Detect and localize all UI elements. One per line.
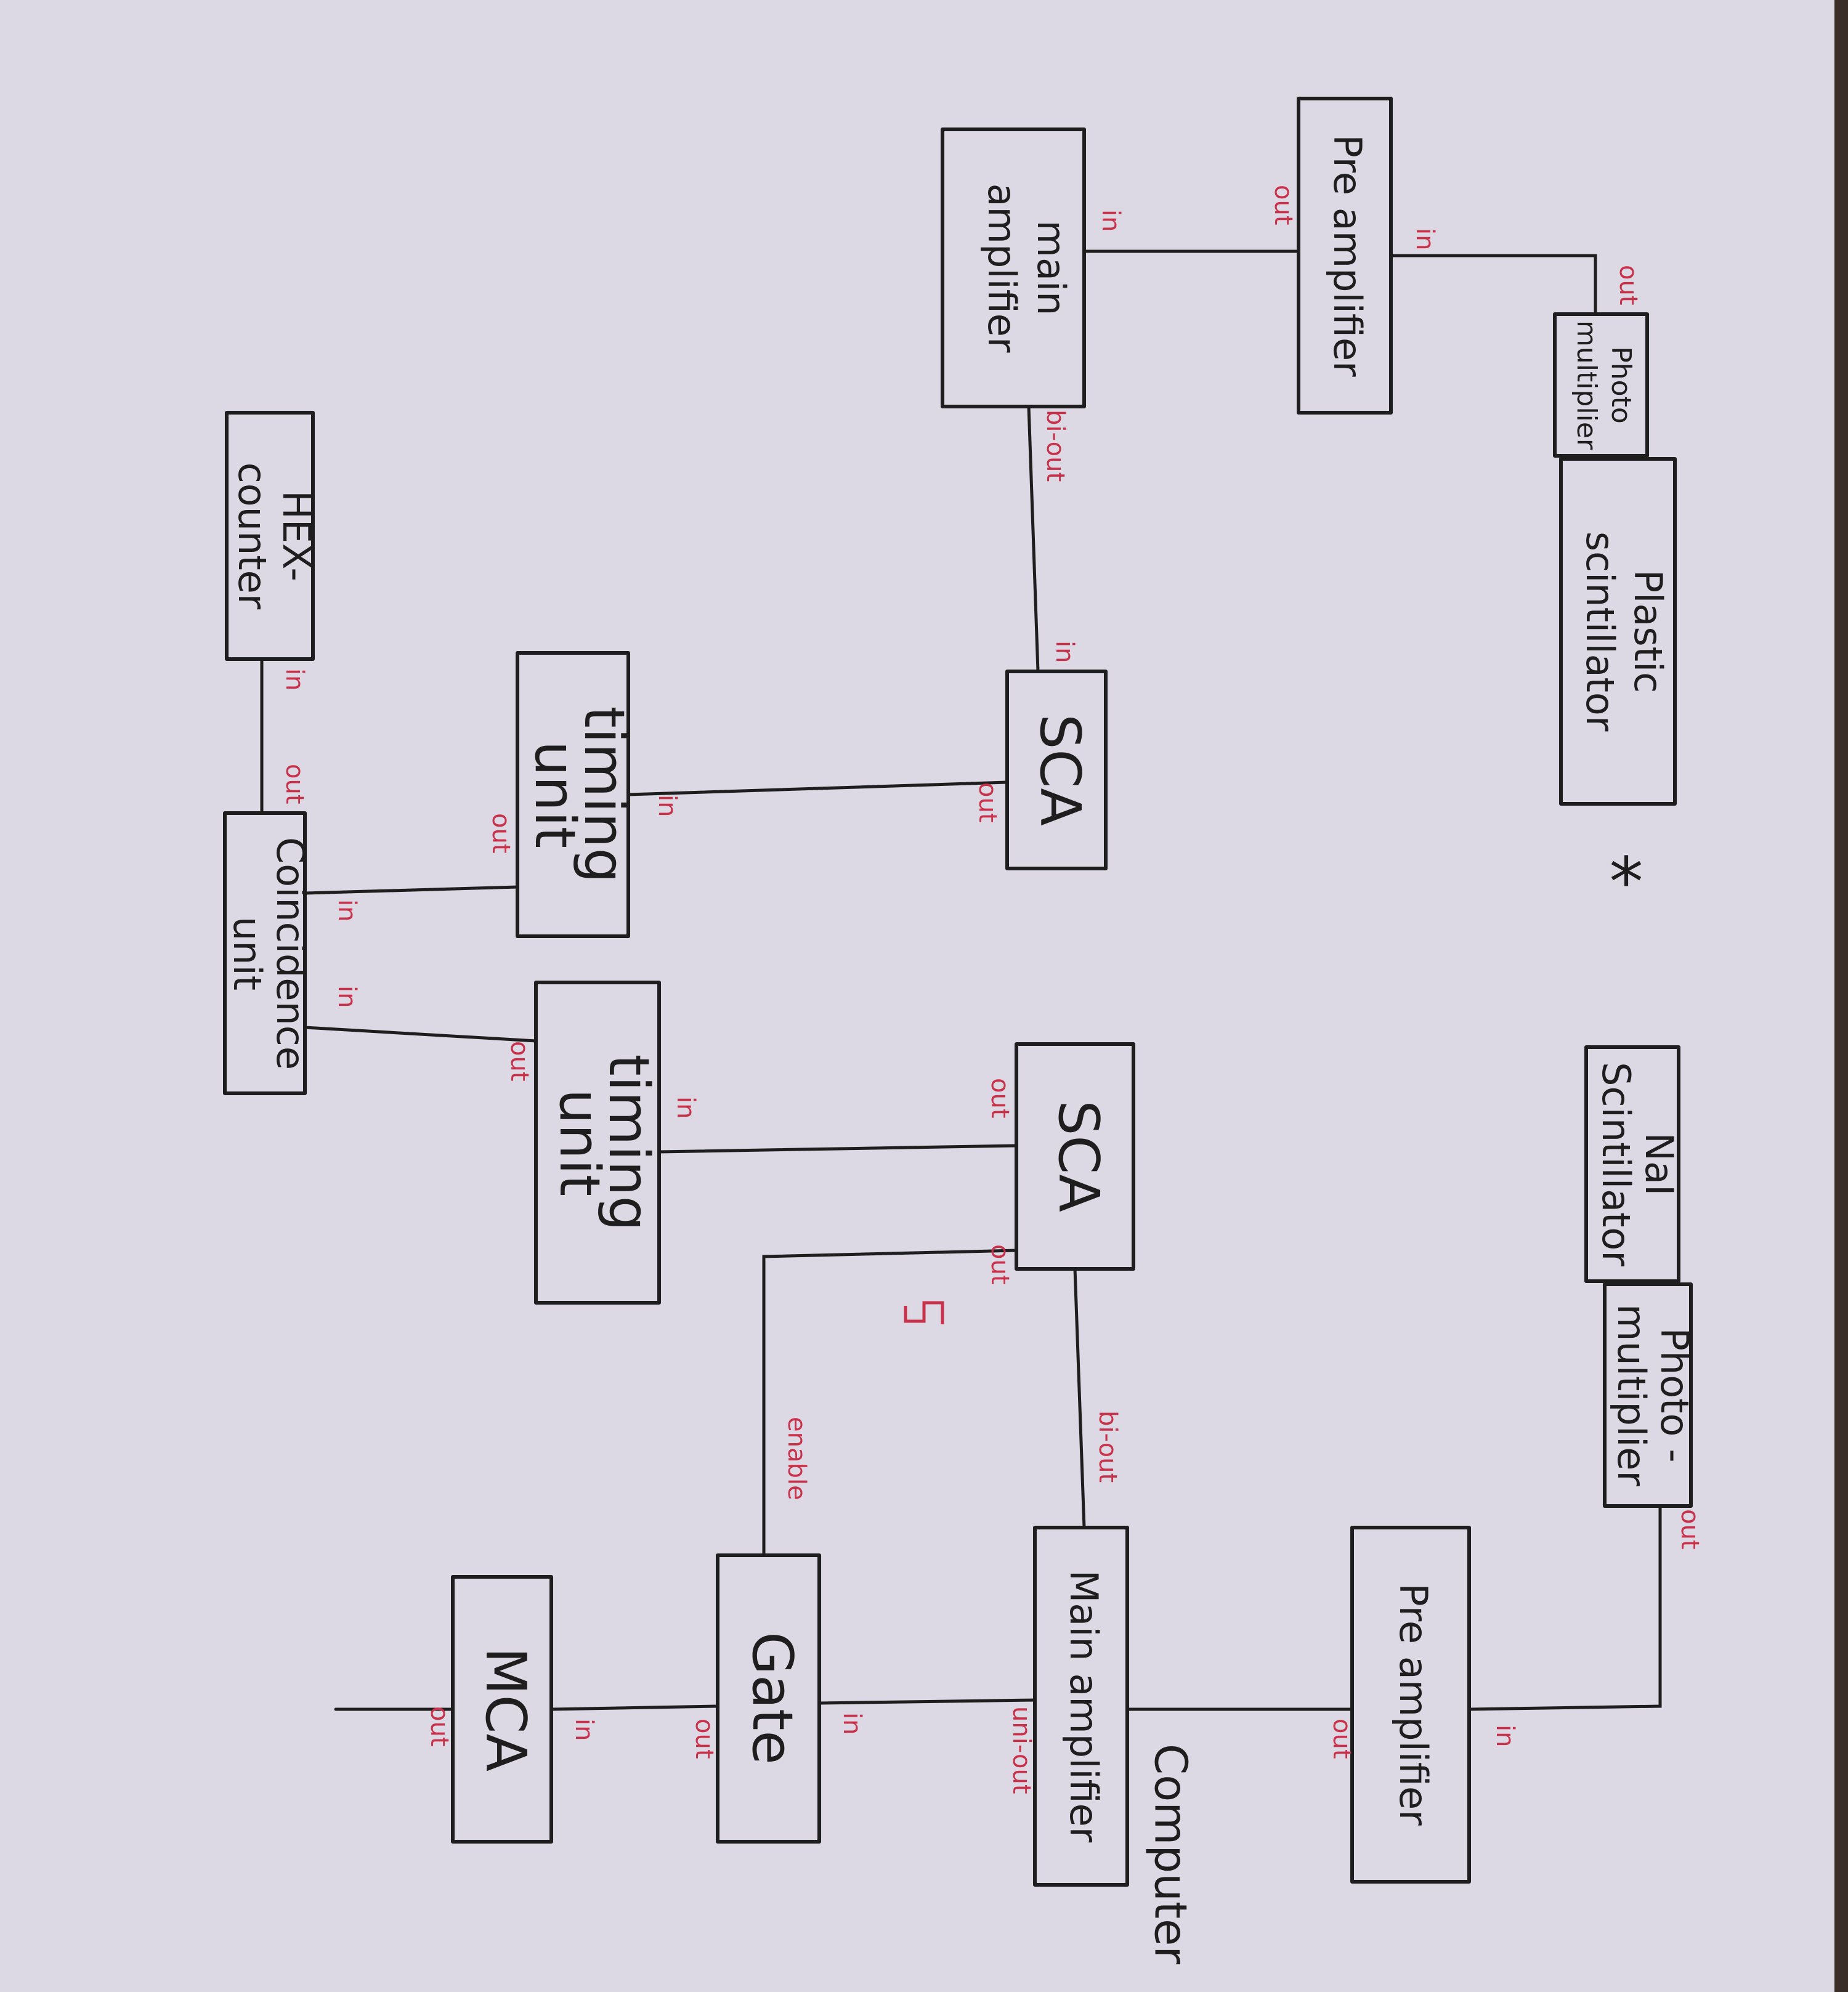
port-sca-bottom-out-1: out — [986, 1078, 1014, 1119]
port-timing-bottom-in: in — [671, 1096, 700, 1119]
port-mca-in: in — [570, 1719, 598, 1741]
block-main-amplifier-bottom — [1033, 1526, 1129, 1887]
label-hex-counter-2: counter — [230, 463, 275, 610]
port-hex-counter-in: in — [280, 668, 309, 690]
label-computer: Computer — [1145, 1744, 1196, 1964]
label-hex-counter-1: HEX- — [274, 490, 319, 581]
wire-photomultiplier-to-preamp-bottom — [1467, 1504, 1662, 1711]
radiation-source-mark: * — [1610, 843, 1643, 921]
block-timing-unit-bottom — [534, 981, 661, 1305]
wire-mainamp-bottom-to-sca-bottom — [1073, 1267, 1086, 1529]
block-photomultiplier-bottom — [1603, 1282, 1693, 1508]
label-timing-unit-top-2: unit — [522, 741, 587, 848]
wire-mainamp-to-gate — [817, 1698, 1037, 1705]
pulse-symbol — [904, 1301, 944, 1324]
port-preamp-bottom-out: out — [1327, 1719, 1356, 1759]
wire-sca-top-to-timing-top — [626, 780, 1009, 796]
block-hex-counter — [225, 411, 315, 661]
wire-photomultiplier-to-preamp-top — [1389, 254, 1597, 316]
label-nai-scintillator-2: Scintillator — [1594, 1062, 1639, 1266]
port-timing-top-in: in — [653, 795, 681, 817]
block-pre-amplifier-bottom — [1350, 1526, 1471, 1884]
label-photomultiplier-top-2: multiplier — [1571, 320, 1602, 450]
port-mainamp-top-in: in — [1096, 209, 1125, 232]
port-gate-enable: enable — [782, 1417, 811, 1500]
port-sca-bottom-out-2: out — [986, 1244, 1014, 1285]
label-timing-unit-bottom-1: timing — [596, 1054, 661, 1231]
block-plastic-scintillator — [1559, 457, 1677, 806]
block-gate — [716, 1553, 821, 1844]
port-gate-in: in — [838, 1712, 866, 1735]
port-sca-top-out: out — [973, 782, 1002, 823]
label-sca-top: SCA — [1027, 714, 1092, 826]
wire-mainamp-to-sca-top — [1027, 405, 1040, 673]
port-coincidence-out: out — [280, 764, 309, 804]
wire-sca-bottom-to-gate-enable — [762, 1249, 1018, 1557]
label-timing-unit-top-1: timing — [572, 706, 636, 883]
label-pre-amplifier-bottom: Pre amplifier — [1391, 1583, 1436, 1826]
desk-edge — [1834, 0, 1848, 1992]
block-coincidence-unit — [223, 811, 307, 1095]
label-main-amplifier-top-1: main — [1029, 221, 1074, 316]
wire-timing-top-to-coincidence — [303, 885, 519, 895]
label-photomultiplier-bottom-2: multiplier — [1609, 1304, 1654, 1486]
label-sca-bottom: SCA — [1046, 1100, 1111, 1212]
label-coincidence-unit-1: Coincidence — [268, 837, 313, 1070]
block-nai-scintillator — [1584, 1045, 1680, 1283]
port-mainamp-bottom-bi-out: bi-out — [1093, 1411, 1122, 1483]
label-main-amplifier-bottom: Main amplifier — [1061, 1570, 1106, 1843]
label-photomultiplier-top-1: Photo — [1605, 346, 1637, 424]
wire-timing-bottom-to-coincidence — [303, 1026, 538, 1043]
block-sca-top — [1005, 670, 1108, 870]
port-preamp-bottom-in: in — [1491, 1725, 1519, 1747]
port-photomultiplier-bottom-out: out — [1676, 1509, 1704, 1550]
label-coincidence-unit-2: unit — [225, 917, 270, 990]
label-photomultiplier-bottom-1: Photo - — [1652, 1328, 1697, 1463]
label-plastic-scintillator-2: scintillator — [1578, 532, 1623, 732]
label-nai-scintillator-1: NaI — [1637, 1133, 1682, 1196]
block-main-amplifier-top — [941, 128, 1086, 408]
port-mainamp-top-bi-out: bi-out — [1041, 410, 1069, 482]
port-coincidence-in-2: in — [333, 986, 361, 1008]
port-sca-top-in: in — [1050, 641, 1079, 663]
port-coincidence-in-1: in — [333, 899, 361, 921]
port-timing-top-out: out — [487, 813, 515, 854]
port-mca-out: out — [425, 1706, 453, 1747]
label-timing-unit-bottom-2: unit — [547, 1089, 612, 1196]
label-plastic-scintillator-1: Plastic — [1626, 570, 1671, 694]
wire-sca-bottom-to-timing-bottom — [657, 1144, 1018, 1154]
label-mca: MCA — [473, 1647, 538, 1771]
block-photomultiplier-top — [1553, 312, 1649, 458]
label-main-amplifier-top-2: amplifier — [979, 184, 1024, 353]
port-timing-bottom-out: out — [505, 1041, 533, 1082]
label-pre-amplifier-top: Pre amplifier — [1325, 134, 1370, 377]
port-preamp-top-in: in — [1411, 228, 1439, 250]
port-gate-out: out — [690, 1719, 718, 1759]
label-gate: Gate — [740, 1632, 804, 1765]
port-mainamp-bottom-uni-out: uni-out — [1007, 1706, 1035, 1794]
wire-gate-to-mca — [549, 1704, 719, 1711]
port-preamp-top-out: out — [1269, 185, 1297, 225]
port-photomultiplier-top-out: out — [1614, 265, 1642, 306]
